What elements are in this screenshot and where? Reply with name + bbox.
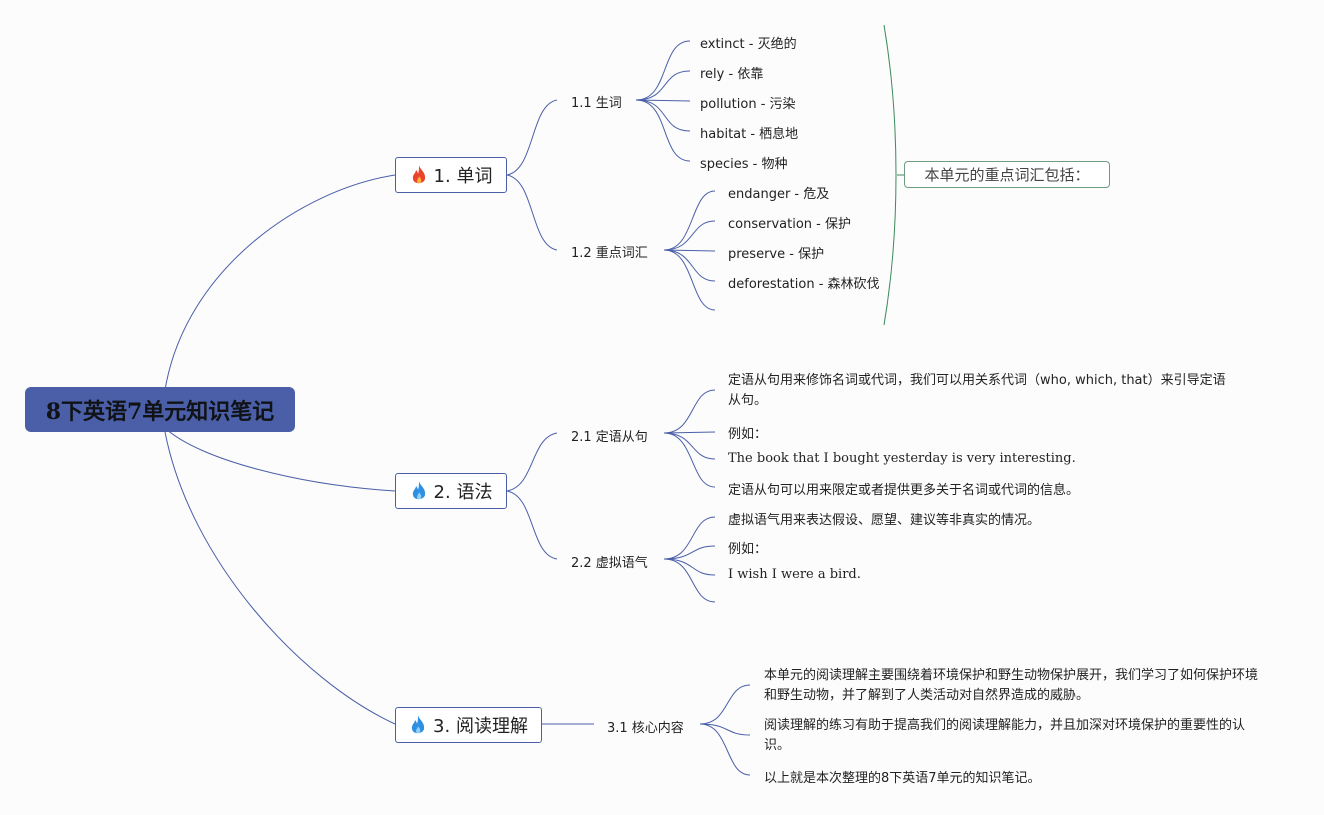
branch-reading[interactable]: 3. 阅读理解 xyxy=(395,707,542,743)
branch-vocabulary[interactable]: 1. 单词 xyxy=(395,157,507,193)
branch-grammar[interactable]: 2. 语法 xyxy=(395,473,507,509)
sub-topic-new-words[interactable]: 1.1 生词 xyxy=(571,96,622,111)
leaf-item[interactable]: 本单元的阅读理解主要围绕着环境保护和野生动物保护展开，我们学习了如何保护环境和野… xyxy=(764,668,1259,703)
leaf-item[interactable]: deforestation - 森林砍伐 xyxy=(728,277,880,292)
leaf-item[interactable]: 例如： xyxy=(728,427,768,442)
fire-red-icon xyxy=(412,165,425,184)
summary-box[interactable]: 本单元的重点词汇包括： xyxy=(904,161,1110,188)
leaf-item[interactable]: 以上就是本次整理的8下英语7单元的知识笔记。 xyxy=(764,771,1041,786)
leaf-item[interactable]: rely - 依靠 xyxy=(700,67,764,82)
leaf-item[interactable]: 定语从句用来修饰名词或代词，我们可以用关系代词（who, which, that… xyxy=(728,373,1226,408)
leaf-item[interactable]: 定语从句可以用来限定或者提供更多关于名词或代词的信息。 xyxy=(728,483,1080,498)
leaf-item[interactable]: species - 物种 xyxy=(700,157,788,172)
sub-topic-relative-clause[interactable]: 2.1 定语从句 xyxy=(571,430,648,445)
branch-label: 2. 语法 xyxy=(433,482,493,503)
leaf-item[interactable]: conservation - 保护 xyxy=(728,217,851,232)
branch-label: 3. 阅读理解 xyxy=(433,716,528,737)
leaf-item[interactable]: I wish I were a bird. xyxy=(728,567,861,582)
sub-topic-core-content[interactable]: 3.1 核心内容 xyxy=(607,721,684,736)
leaf-item[interactable]: habitat - 栖息地 xyxy=(700,127,799,142)
leaf-item[interactable]: extinct - 灭绝的 xyxy=(700,37,797,52)
leaf-item[interactable]: The book that I bought yesterday is very… xyxy=(728,451,1076,466)
leaf-item[interactable]: 虚拟语气用来表达假设、愿望、建议等非真实的情况。 xyxy=(728,513,1041,528)
leaf-item[interactable]: endanger - 危及 xyxy=(728,187,830,202)
fire-blue-icon xyxy=(411,715,425,734)
sub-topic-key-vocab[interactable]: 1.2 重点词汇 xyxy=(571,246,648,261)
fire-blue-icon xyxy=(412,481,425,500)
root-topic[interactable]: 8下英语7单元知识笔记 xyxy=(25,387,295,432)
branch-label: 1. 单词 xyxy=(433,166,493,187)
leaf-item[interactable]: 阅读理解的练习有助于提高我们的阅读理解能力，并且加深对环境保护的重要性的认识。 xyxy=(764,718,1246,753)
leaf-item[interactable]: 例如： xyxy=(728,542,768,557)
leaf-item[interactable]: pollution - 污染 xyxy=(700,97,796,112)
sub-topic-subjunctive[interactable]: 2.2 虚拟语气 xyxy=(571,556,648,571)
leaf-item[interactable]: preserve - 保护 xyxy=(728,247,825,262)
